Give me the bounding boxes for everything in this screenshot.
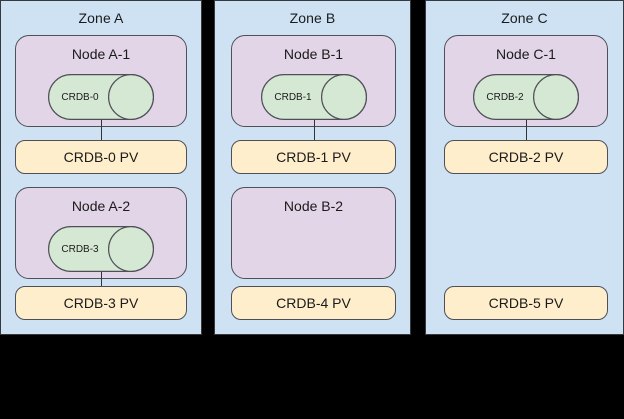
zone-a-title: Zone A [78,10,124,26]
node-b-2[interactable]: Node B-2 [231,187,396,279]
pv-crdb-2[interactable]: CRDB-2 PV [444,140,608,174]
cylinder-shape-icon [261,74,367,120]
connector-node-c-1-to-crdb-2-pv [526,120,527,142]
pod-crdb-2[interactable]: CRDB-2 [473,74,579,120]
pod-crdb-1[interactable]: CRDB-1 [261,74,367,120]
pv-crdb-1[interactable]: CRDB-1 PV [231,140,396,174]
node-b-2-title: Node B-2 [283,198,344,214]
pod-crdb-3[interactable]: CRDB-3 [48,226,154,272]
pv-crdb-5[interactable]: CRDB-5 PV [444,286,608,320]
cylinder-shape-icon [48,74,154,120]
node-c-1-title: Node C-1 [496,46,556,62]
zone-a: Zone A Node A-1 CRDB-0 CRDB-0 PV Node A-… [0,0,202,335]
connector-node-a-1-to-crdb-0-pv [101,120,102,142]
pv-crdb-4[interactable]: CRDB-4 PV [231,286,396,320]
zone-b-title: Zone B [289,10,336,26]
zone-b: Zone B Node B-1 CRDB-1 CRDB-1 PV Node B-… [214,0,411,335]
cylinder-shape-icon [48,226,154,272]
connector-node-b-1-to-crdb-1-pv [314,120,315,142]
cylinder-shape-icon [473,74,579,120]
connector-node-a-2-to-crdb-3-pv [101,272,102,294]
pv-crdb-3[interactable]: CRDB-3 PV [15,286,187,320]
node-a-1-title: Node A-1 [71,46,131,62]
zone-c-title: Zone C [501,10,548,26]
node-b-1-title: Node B-1 [283,46,344,62]
zone-c: Zone C Node C-1 CRDB-2 CRDB-2 PV CRDB-5 … [425,0,624,335]
node-a-2-title: Node A-2 [71,198,131,214]
pv-crdb-0[interactable]: CRDB-0 PV [15,140,187,174]
pod-crdb-0[interactable]: CRDB-0 [48,74,154,120]
